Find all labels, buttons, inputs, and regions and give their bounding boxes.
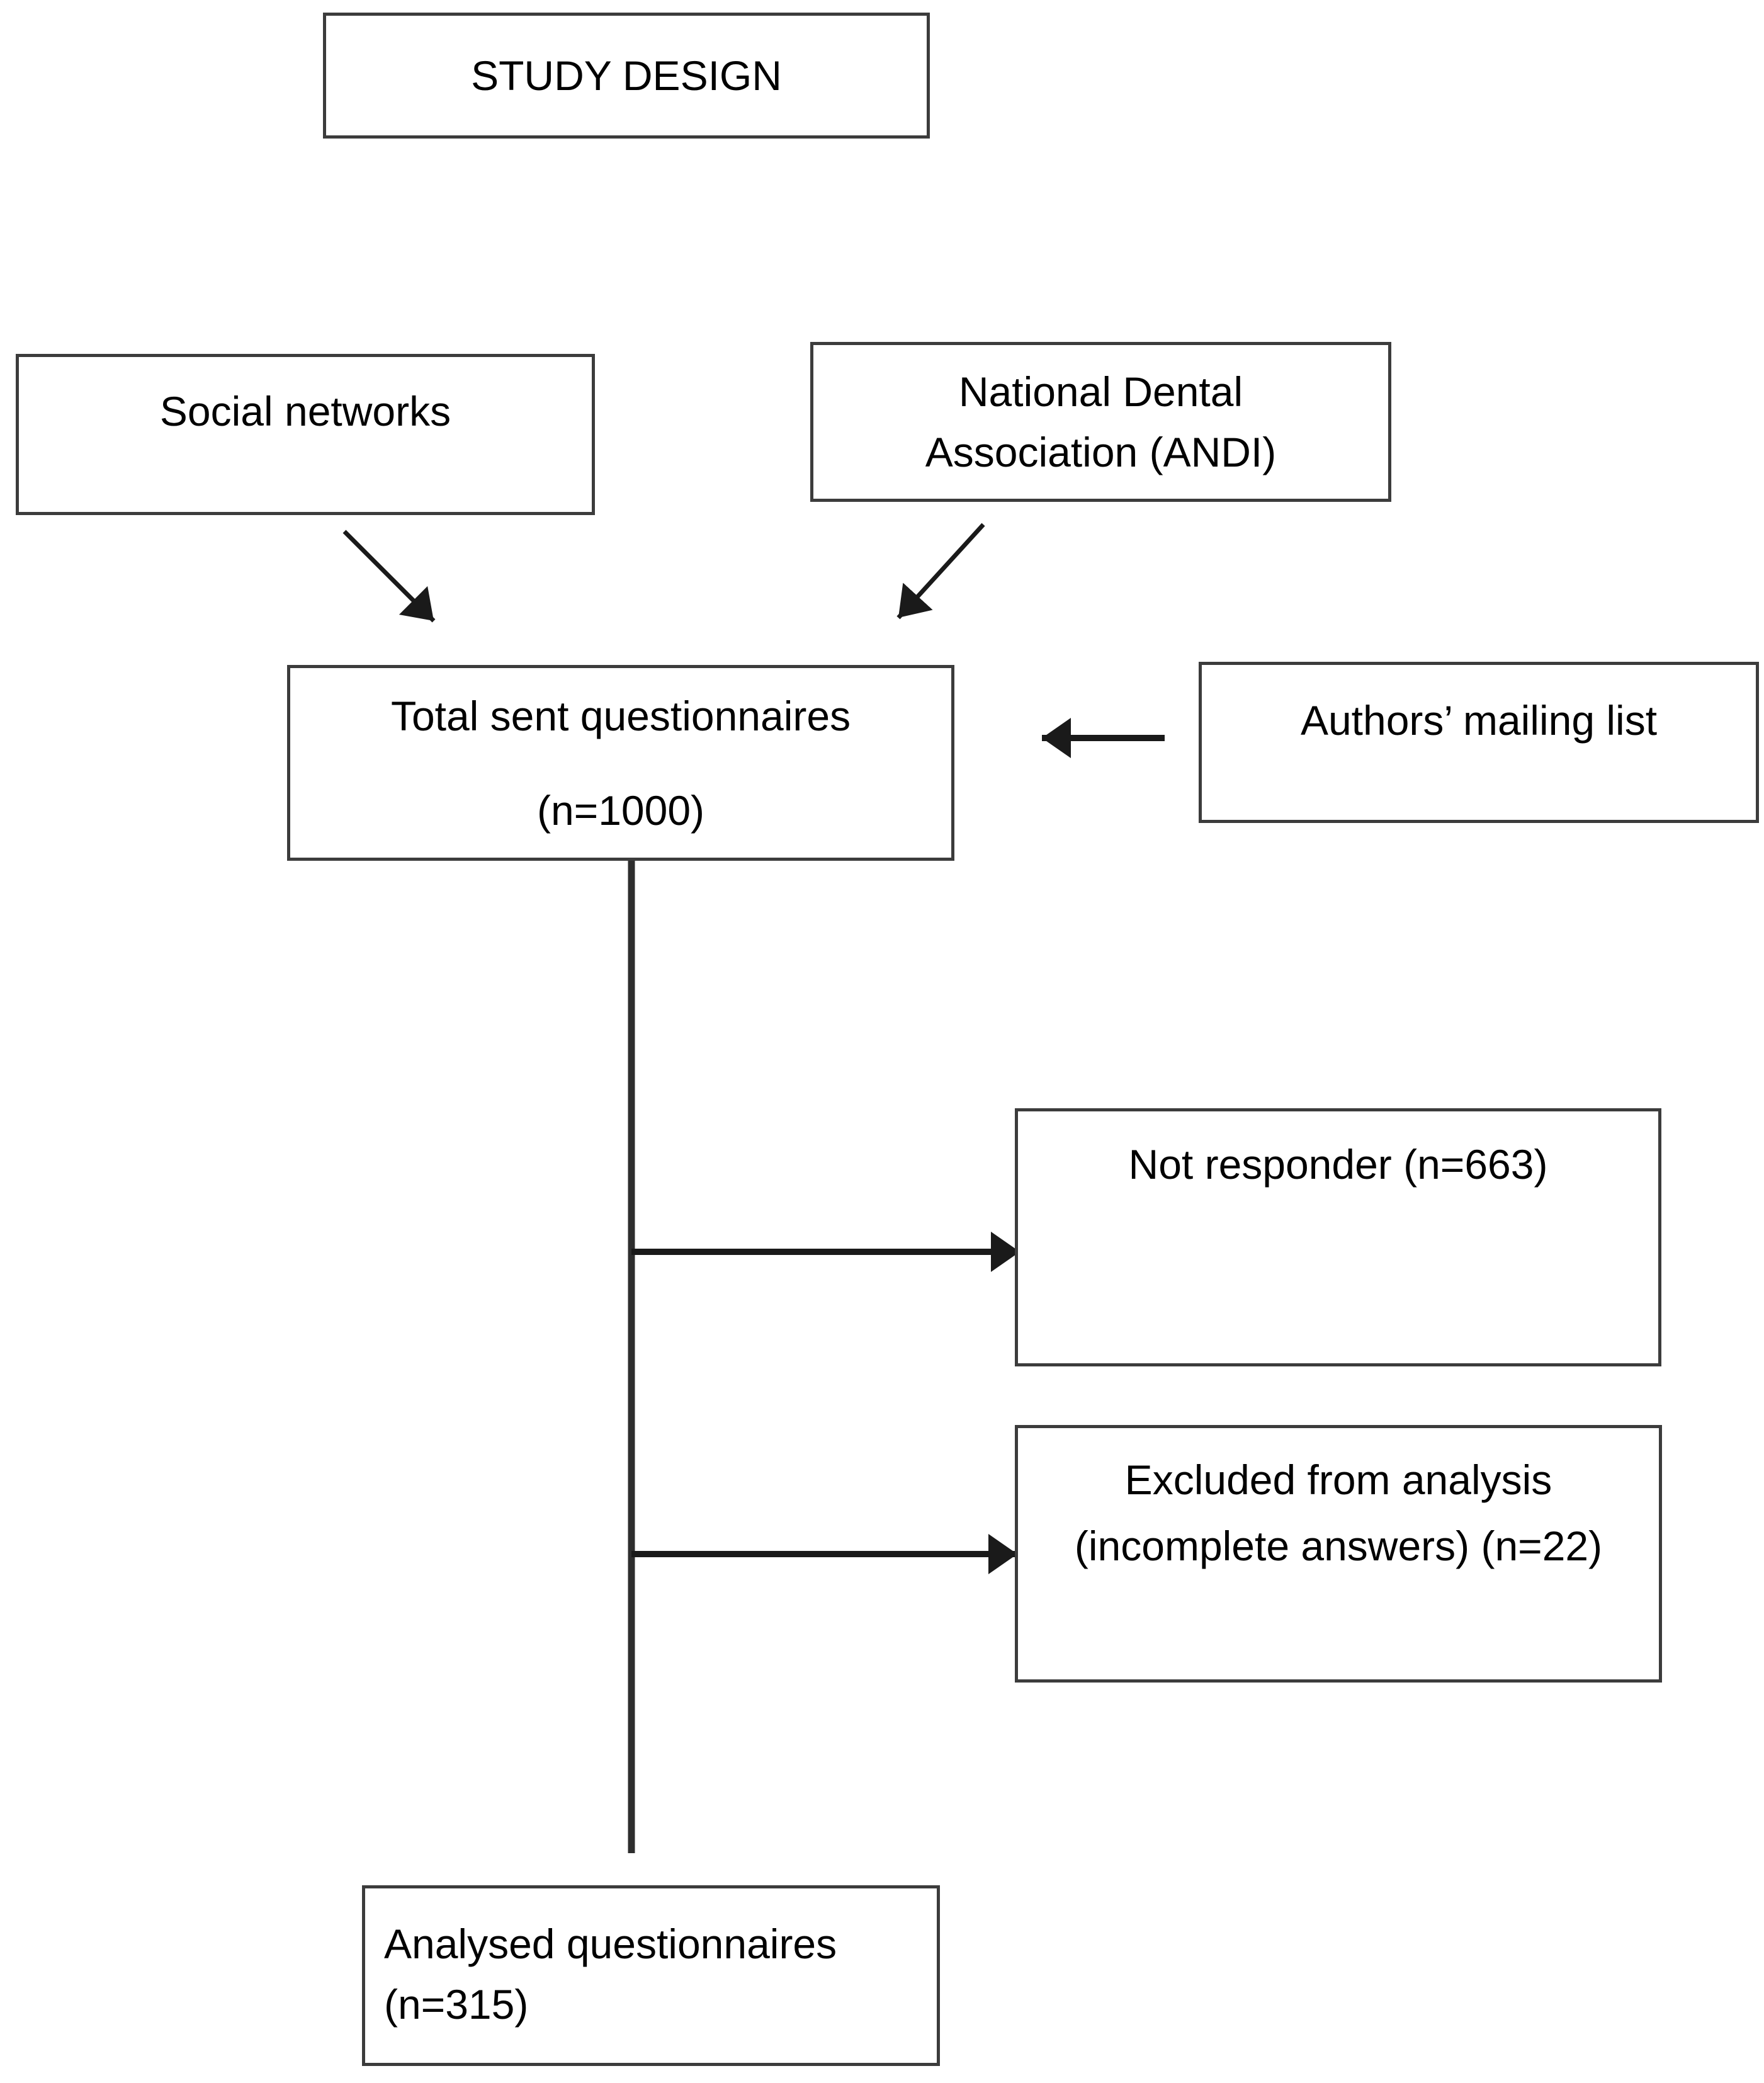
node-authors-mailing-list-label: Authors’ mailing list (1300, 697, 1658, 744)
arrow-social-to-total-icon (342, 530, 436, 623)
node-authors-mailing-list: Authors’ mailing list (1199, 662, 1759, 823)
node-total-sent-count: (n=1000) (536, 786, 705, 834)
node-analysed-count: (n=315) (384, 1981, 529, 2028)
node-national-dental-line1: National Dental (958, 368, 1243, 415)
node-national-dental-association: National Dental Association (ANDI) (810, 342, 1391, 502)
node-excluded-line2: (incomplete answers) (n=22) (1074, 1523, 1603, 1569)
node-not-responder: Not responder (n=663) (1015, 1108, 1661, 1366)
node-national-dental-line2: Association (ANDI) (925, 429, 1277, 475)
node-social-networks-label: Social networks (159, 388, 451, 434)
node-social-networks: Social networks (16, 354, 595, 515)
node-excluded-line1: Excluded from analysis (1124, 1456, 1552, 1503)
node-excluded-from-analysis: Excluded from analysis (incomplete answe… (1015, 1425, 1662, 1683)
node-analysed-line1: Analysed questionnaires (384, 1921, 837, 1967)
arrow-national-to-total-icon (896, 523, 985, 620)
node-not-responder-label: Not responder (n=663) (1128, 1141, 1548, 1188)
node-total-sent-questionnaires: Total sent questionnaires (n=1000) (287, 665, 954, 861)
node-analysed-questionnaires: Analysed questionnaires (n=315) (362, 1885, 940, 2066)
node-total-sent-line1: Total sent questionnaires (390, 692, 851, 739)
node-study-design-label: STUDY DESIGN (471, 52, 782, 99)
node-study-design: STUDY DESIGN (323, 13, 930, 139)
